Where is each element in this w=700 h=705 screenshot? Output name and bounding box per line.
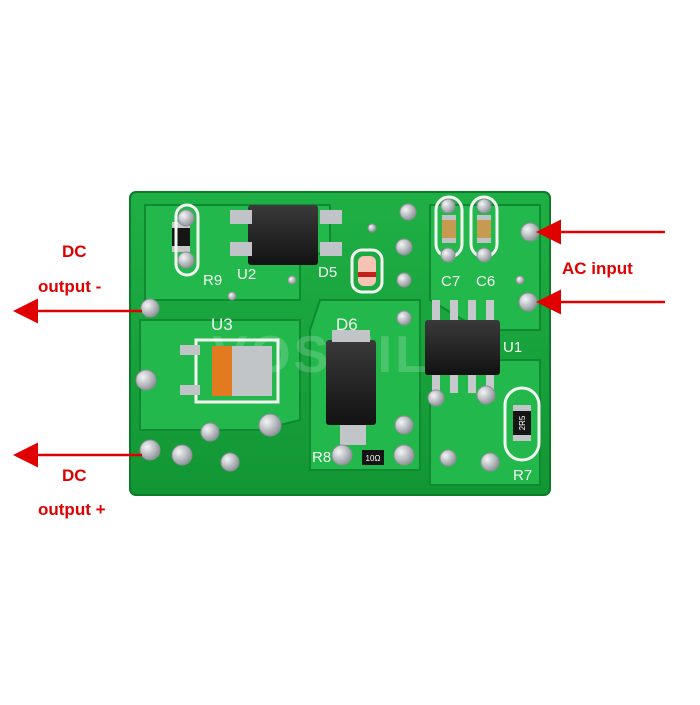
label-r9: R9 <box>203 272 222 289</box>
label-u2: U2 <box>237 266 256 283</box>
regulator-u3 <box>180 338 280 404</box>
bridge-rectifier-u2 <box>230 205 342 265</box>
callout-dc-minus-line1: DC <box>62 242 87 261</box>
r7-marking: 2R5 <box>518 415 527 430</box>
solder-pads-left-top <box>174 203 200 277</box>
diode-d5 <box>350 248 384 294</box>
callout-dc-plus-line2: output + <box>38 500 106 519</box>
callout-ac-input: AC input <box>562 259 633 278</box>
ic-u1 <box>425 300 500 393</box>
r8-marking: 10Ω <box>366 454 381 463</box>
label-c6: C6 <box>476 273 495 290</box>
label-r7: R7 <box>513 467 532 484</box>
label-u1: U1 <box>503 339 522 356</box>
label-d6: D6 <box>336 315 358 334</box>
arrows <box>13 219 665 468</box>
label-c7: C7 <box>441 273 460 290</box>
diode-d6 <box>326 330 376 445</box>
resistor-r8: 10Ω <box>362 450 384 465</box>
label-u3: U3 <box>211 315 233 334</box>
callout-dc-plus-line1: DC <box>62 466 87 485</box>
resistor-r7: 2R5 <box>503 386 541 462</box>
solder-joints <box>135 198 540 472</box>
label-d5: D5 <box>318 264 337 281</box>
callout-dc-minus-line2: output - <box>38 277 102 296</box>
label-r8: R8 <box>312 449 331 466</box>
